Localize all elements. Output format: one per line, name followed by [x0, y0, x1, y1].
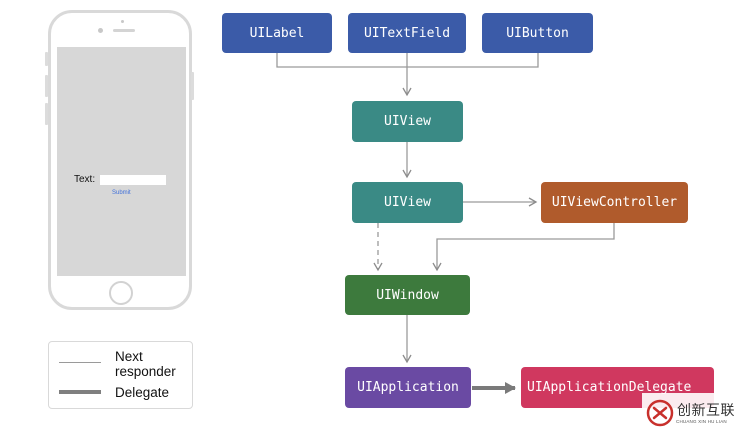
watermark-sub-text: CHUANG XIN HU LIAN [676, 419, 727, 424]
phone-screen: Text: Submit [57, 47, 186, 276]
phone-side-button [45, 75, 48, 97]
phone-sensor [121, 20, 124, 23]
brand-logo-icon [646, 399, 674, 427]
phone-side-button [45, 103, 48, 125]
labels-to-uiview-connector [276, 53, 539, 97]
uiview-top-node: UIView [352, 101, 463, 142]
controller-to-window-arrow [432, 223, 615, 272]
uitextfield-node: UITextField [348, 13, 466, 53]
watermark: 创新互联 CHUANG XIN HU LIAN [642, 393, 742, 434]
uiviewcontroller-node: UIViewController [541, 182, 688, 223]
phone-mockup: Text: Submit [48, 10, 192, 310]
uilabel-node: UILabel [222, 13, 332, 53]
submit-button[interactable]: Submit [112, 190, 131, 196]
phone-speaker [113, 29, 135, 32]
phone-side-button [45, 52, 48, 66]
next-responder-label: Next responder [115, 349, 176, 379]
text-label: Text: [74, 174, 96, 185]
text-field[interactable] [100, 175, 166, 185]
uiview-bottom-node: UIView [352, 182, 463, 223]
uiapplication-node: UIApplication [345, 367, 471, 408]
next-responder-line [59, 362, 101, 363]
watermark-brand-text: 创新互联 [677, 402, 735, 418]
uibutton-node: UIButton [482, 13, 593, 53]
phone-camera-icon [98, 28, 103, 33]
home-button[interactable] [109, 281, 133, 305]
delegate-label: Delegate [115, 385, 170, 400]
uiwindow-node: UIWindow [345, 275, 470, 315]
legend: Next responder Delegate [48, 341, 193, 409]
delegate-line [59, 390, 101, 394]
phone-side-button [191, 72, 194, 100]
